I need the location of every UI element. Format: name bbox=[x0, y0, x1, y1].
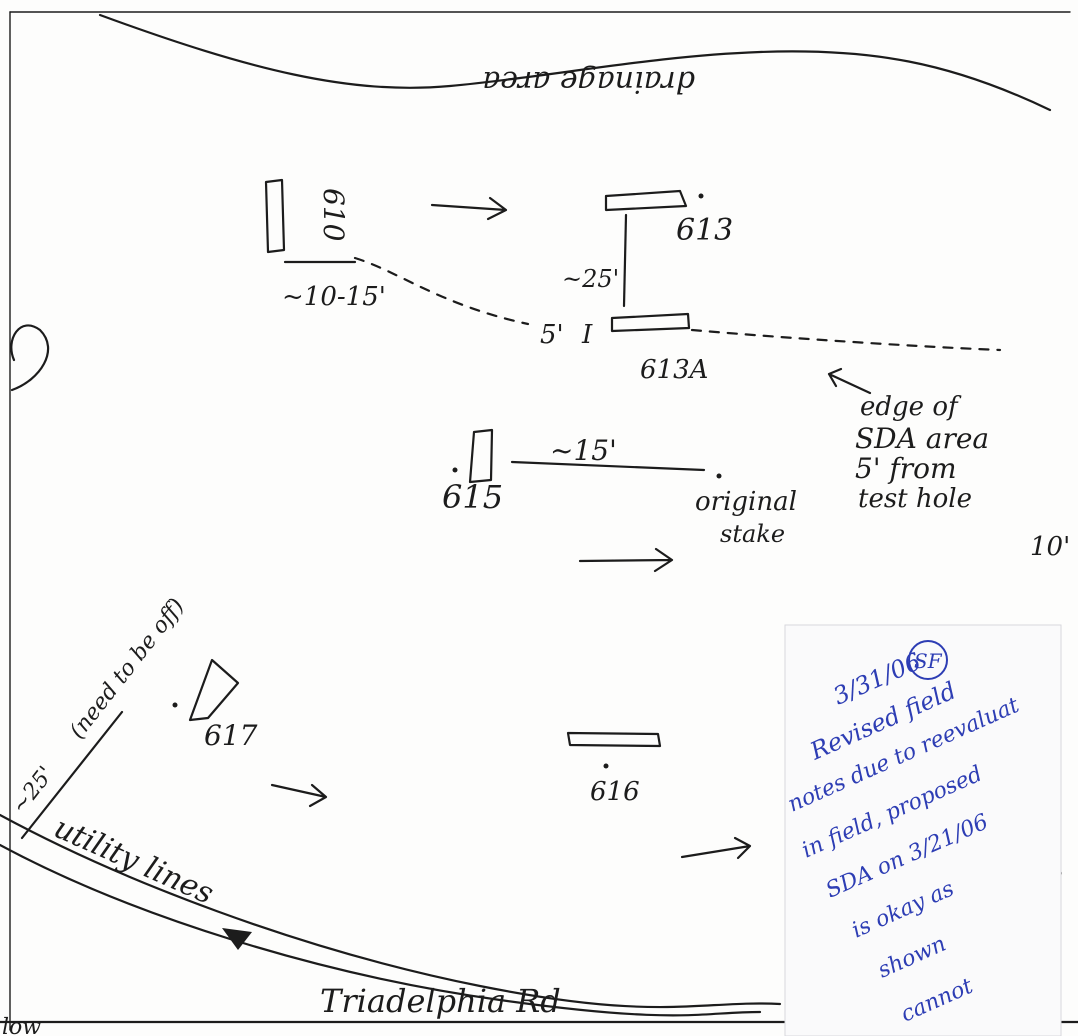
distance-615-line bbox=[510, 460, 706, 472]
sda-edge-line-left bbox=[353, 256, 530, 326]
test-hole-613a-rect bbox=[610, 312, 691, 333]
utility-line-lower bbox=[0, 843, 762, 1017]
original-stake-point bbox=[716, 473, 722, 479]
test-hole-615-point bbox=[452, 467, 458, 473]
edge-note-arrow bbox=[827, 367, 872, 395]
setback-label: 5' bbox=[540, 320, 564, 350]
left-edge-loop bbox=[10, 324, 50, 392]
arrow-top bbox=[430, 196, 508, 221]
distance-613-line bbox=[622, 213, 628, 308]
bottom-left-partial-text: low bbox=[2, 1015, 41, 1036]
distance-617-label: ~25' bbox=[7, 762, 59, 819]
sda-edge-line-right bbox=[690, 328, 1002, 352]
arrow-lower-left bbox=[270, 783, 328, 808]
distance-613-label: ~25' bbox=[562, 265, 619, 293]
edge-note-line-2: SDA area bbox=[855, 422, 989, 455]
utility-arrow-head-icon bbox=[222, 928, 252, 950]
distance-615-label: ~15' bbox=[550, 434, 617, 467]
test-hole-613-label: 613 bbox=[676, 213, 733, 248]
drainage-area-line bbox=[98, 13, 1052, 112]
distance-610-label: ~10-15' bbox=[282, 282, 386, 312]
test-hole-617-rect bbox=[188, 658, 240, 722]
setback-marker: I bbox=[581, 320, 593, 350]
revision-note-initials-circle bbox=[908, 640, 948, 680]
right-edge-mark-1: 10' bbox=[1030, 532, 1070, 562]
utility-lines-label: utility lines bbox=[49, 810, 219, 911]
distance-617-line bbox=[20, 710, 124, 840]
test-hole-613a-label: 613A bbox=[640, 355, 708, 385]
road-label: Triadelphia Rd bbox=[320, 982, 561, 1020]
test-hole-613-rect bbox=[604, 189, 688, 212]
arrow-middle bbox=[578, 547, 674, 573]
edge-note-line-3: 5' from bbox=[855, 452, 957, 485]
arrow-lower-right bbox=[680, 836, 752, 860]
test-hole-616-rect bbox=[566, 731, 662, 748]
test-hole-610-rect bbox=[264, 178, 286, 254]
test-hole-610-label: 610 bbox=[317, 188, 350, 241]
test-hole-616-point bbox=[603, 763, 609, 769]
test-hole-617-label: 617 bbox=[204, 719, 258, 752]
revision-note-initials: SF bbox=[914, 649, 943, 673]
original-stake-line-1: original bbox=[695, 487, 797, 517]
test-hole-617-note: (need to be off) bbox=[65, 594, 190, 744]
utility-line-upper bbox=[0, 813, 782, 1009]
test-hole-617-point bbox=[172, 702, 178, 708]
edge-note-line-4: test hole bbox=[858, 484, 972, 514]
original-stake-line-2: stake bbox=[720, 520, 785, 548]
test-hole-615-rect bbox=[468, 428, 494, 484]
revision-note-area bbox=[784, 624, 1062, 1036]
edge-note-line-1: edge of bbox=[860, 392, 962, 422]
test-hole-615-label: 615 bbox=[442, 478, 503, 516]
test-hole-616-label: 616 bbox=[590, 777, 640, 807]
test-hole-613-point bbox=[698, 193, 704, 199]
drainage-area-label: drainage area bbox=[482, 64, 695, 99]
